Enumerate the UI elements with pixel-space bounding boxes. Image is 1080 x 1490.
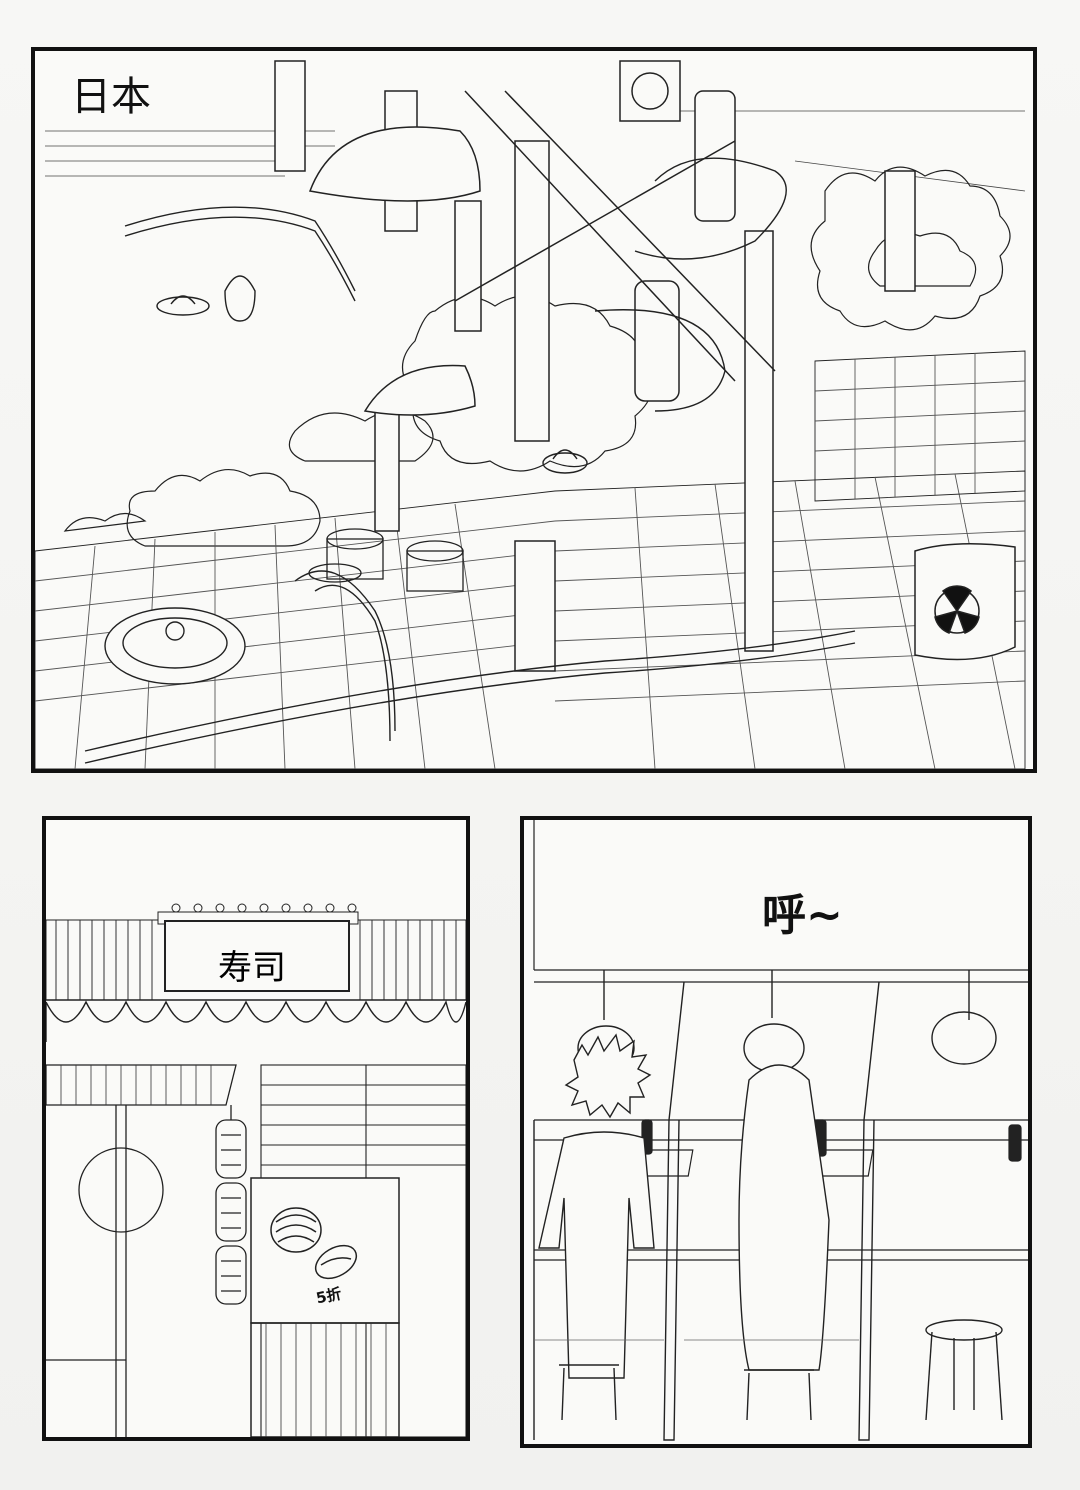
panel-caption-japan: 日本 xyxy=(71,74,151,120)
shop-sign-text: 寿司 xyxy=(218,948,286,988)
awning xyxy=(46,999,466,1042)
empty-stool xyxy=(925,1319,1003,1421)
customer-girl xyxy=(738,1064,830,1421)
sushi-shop-illustration xyxy=(46,903,466,1437)
panel-sushi-counter: 呼~ xyxy=(520,816,1032,1448)
clouds xyxy=(63,166,1011,547)
paper-lanterns xyxy=(215,1105,247,1305)
city-illustration xyxy=(35,60,1026,769)
condiments xyxy=(632,1119,1022,1177)
counter-illustration xyxy=(533,820,1028,1441)
tubes xyxy=(84,157,856,764)
sound-effect-sigh: 呼~ xyxy=(762,890,843,941)
ufo-vehicles xyxy=(104,275,588,685)
shop-sign: 寿司 xyxy=(164,920,350,992)
domes xyxy=(308,126,481,416)
towers xyxy=(274,60,916,672)
discount-poster xyxy=(250,1177,400,1437)
panel-sushi-shop: 寿司 5折 xyxy=(42,816,470,1441)
booth-dividers xyxy=(533,981,880,1441)
entrance xyxy=(46,1064,237,1437)
hand-rings xyxy=(577,970,997,1073)
panel-city-overview: 日本 xyxy=(31,47,1037,773)
radiation-symbols xyxy=(619,60,1016,661)
tanks xyxy=(308,528,464,592)
customer-boy xyxy=(538,1033,655,1421)
